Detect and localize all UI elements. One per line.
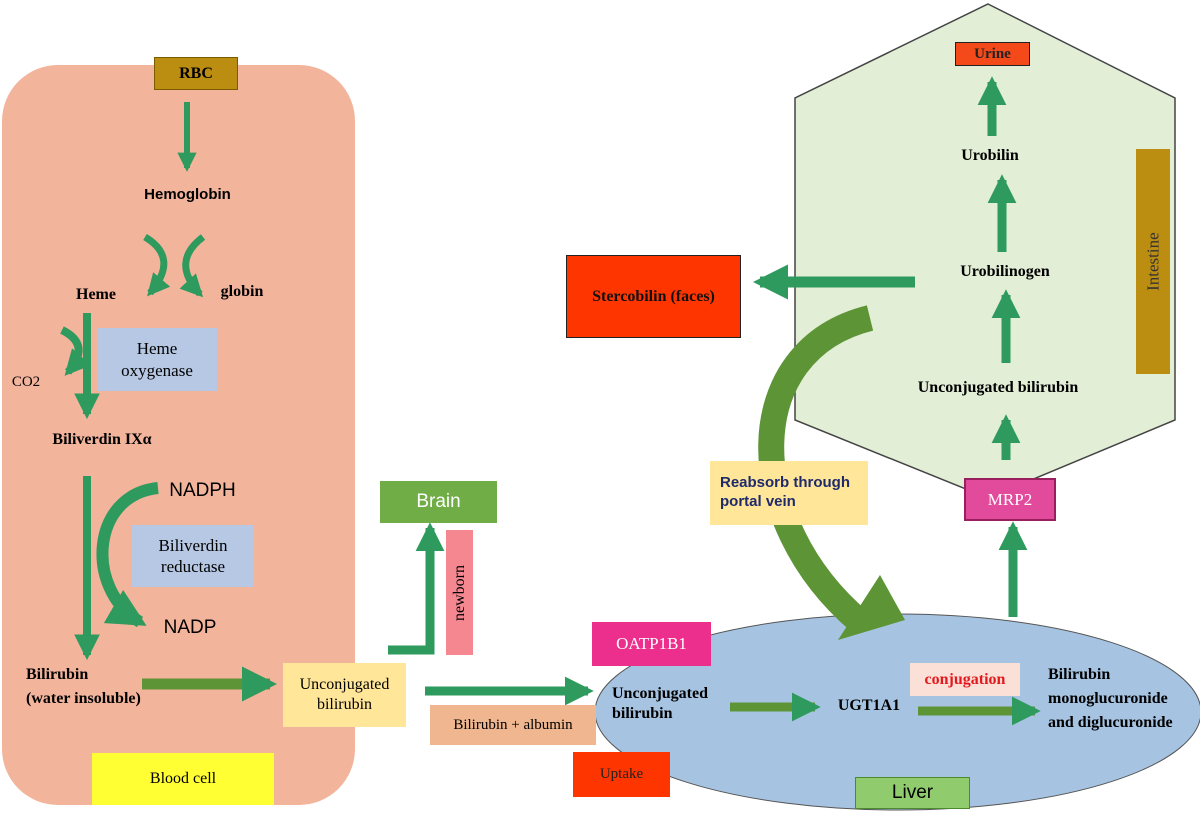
bilirubin-label: Bilirubin: [26, 666, 89, 683]
unconjugated-bilirubin-intestine-label: Unconjugated bilirubin: [917, 379, 1079, 396]
arrow-to-brain: [388, 522, 445, 655]
arrow-nadph-nadp: [96, 482, 159, 628]
mrp2-box: MRP2: [964, 478, 1056, 521]
urobilin-label: Urobilin: [961, 147, 1019, 164]
arrow-co2: [60, 326, 92, 376]
hemoglobin-label: Hemoglobin: [144, 185, 231, 203]
heme-oxygenase-box: Heme oxygenase: [97, 328, 217, 391]
intestine-label: Intestine: [1143, 232, 1163, 291]
heme-label: Heme: [76, 286, 116, 303]
conjugation-box: conjugation: [910, 663, 1020, 696]
brain-box: Brain: [380, 481, 497, 523]
bilirubin-albumin-box: Bilirubin + albumin: [430, 705, 596, 745]
oatp1b1-box: OATP1B1: [592, 622, 711, 666]
stercobilin-box: Stercobilin (faces): [566, 255, 741, 338]
nadp-label: NADP: [163, 617, 217, 639]
arrow-reabsorb-head: [838, 575, 905, 640]
bilirubin-product-line1: Bilirubin: [1048, 666, 1111, 683]
ugt1a1-label: UGT1A1: [837, 697, 901, 714]
biliverdin-reductase-box: Biliverdin reductase: [132, 525, 254, 587]
unconjugated-bilirubin-blood-box: Unconjugated bilirubin: [283, 663, 406, 727]
urine-box: Urine: [955, 42, 1030, 66]
biliverdin-label: Biliverdin IXα: [52, 431, 152, 448]
unconjugated-bilirubin-liver-label: Unconjugated bilirubin: [612, 685, 709, 722]
newborn-label: newborn: [450, 564, 468, 621]
reabsorb-portal-box: Reabsorb through portal vein: [710, 461, 868, 525]
rbc-box: RBC: [154, 57, 238, 90]
arrow-hemoglobin-globin: [179, 234, 206, 298]
arrow-reabsorb-portal: [758, 305, 874, 632]
bilirubin-sublabel: (water insoluble): [26, 690, 141, 707]
globin-label: globin: [220, 283, 264, 300]
newborn-box: newborn: [446, 530, 473, 655]
bilirubin-product-line3: and diglucuronide: [1048, 714, 1173, 731]
arrow-hemoglobin-heme: [143, 233, 171, 297]
bilirubin-product-line2: monoglucuronide: [1048, 690, 1168, 707]
intestine-region: [794, 3, 1176, 499]
blood-cell-label: Blood cell: [92, 753, 274, 805]
liver-label: Liver: [855, 777, 970, 809]
uptake-box: Uptake: [573, 752, 670, 797]
nadph-label: NADPH: [169, 480, 236, 502]
co2-label: CO2: [11, 373, 41, 390]
urobilinogen-label: Urobilinogen: [960, 263, 1050, 280]
intestine-label-box: Intestine: [1136, 149, 1170, 374]
